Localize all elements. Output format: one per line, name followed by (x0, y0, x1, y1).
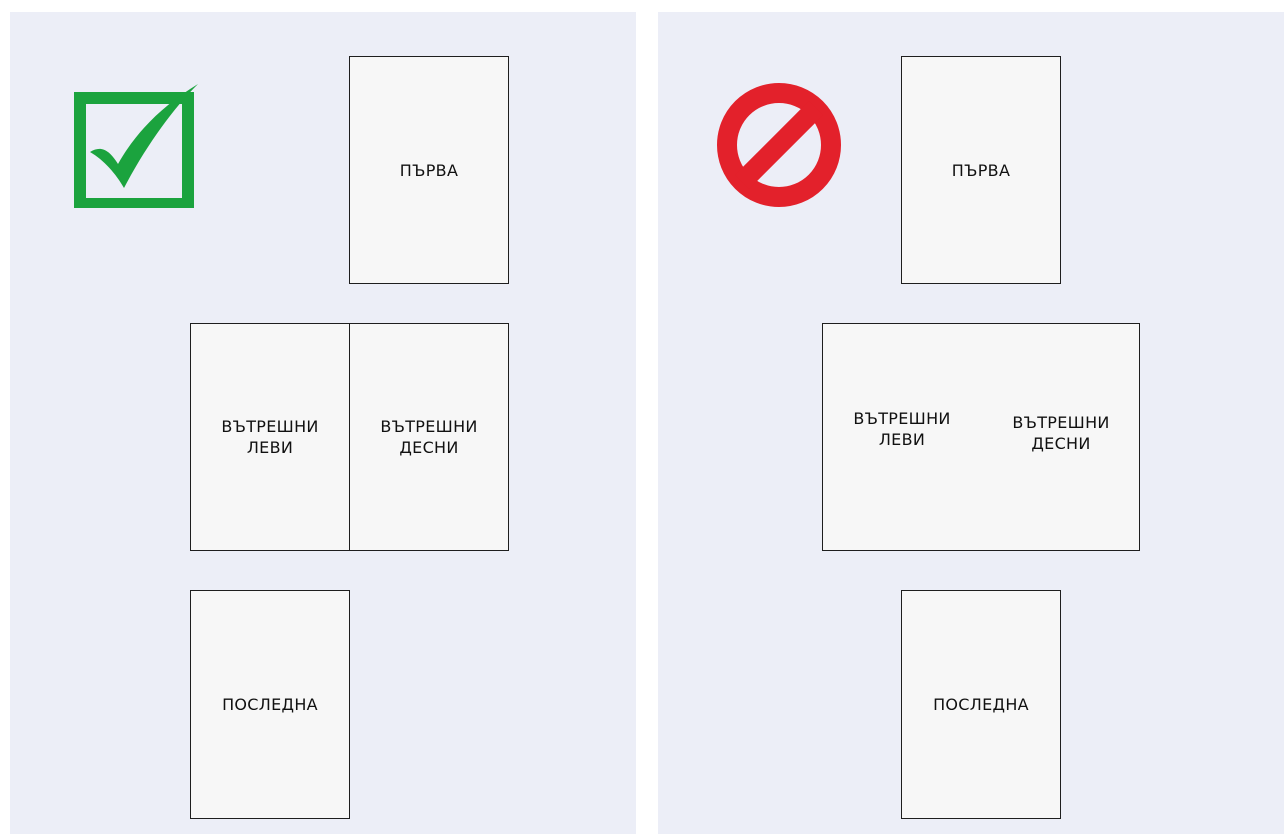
checkbox-checkmark-icon (74, 84, 198, 208)
wrong-layout-panel: ПЪРВА ВЪТРЕШНИ ЛЕВИ ВЪТРЕШНИ ДЕСНИ ПОСЛЕ… (658, 12, 1284, 834)
first-page-label: ПЪРВА (951, 160, 1011, 180)
inner-left-page-label: ВЪТРЕШНИ ЛЕВИ (853, 409, 951, 449)
inner-right-page: ВЪТРЕШНИ ДЕСНИ (349, 323, 509, 551)
inner-spread-page: ВЪТРЕШНИ ЛЕВИ ВЪТРЕШНИ ДЕСНИ (822, 323, 1140, 551)
prohibited-icon (717, 83, 841, 207)
last-page: ПОСЛЕДНА (901, 590, 1061, 819)
correct-layout-panel: ПЪРВА ВЪТРЕШНИ ЛЕВИ ВЪТРЕШНИ ДЕСНИ ПОСЛЕ… (10, 12, 636, 834)
inner-left-page-label: ВЪТРЕШНИ ЛЕВИ (221, 417, 319, 457)
last-page-label: ПОСЛЕДНА (222, 695, 318, 714)
inner-left-page: ВЪТРЕШНИ ЛЕВИ (190, 323, 350, 551)
inner-right-page-label: ВЪТРЕШНИ ДЕСНИ (1012, 413, 1110, 453)
last-page: ПОСЛЕДНА (190, 590, 350, 819)
first-page: ПЪРВА (349, 56, 509, 284)
first-page-label: ПЪРВА (399, 160, 459, 180)
inner-right-page-label: ВЪТРЕШНИ ДЕСНИ (380, 417, 478, 457)
last-page-label: ПОСЛЕДНА (933, 695, 1029, 714)
first-page: ПЪРВА (901, 56, 1061, 284)
